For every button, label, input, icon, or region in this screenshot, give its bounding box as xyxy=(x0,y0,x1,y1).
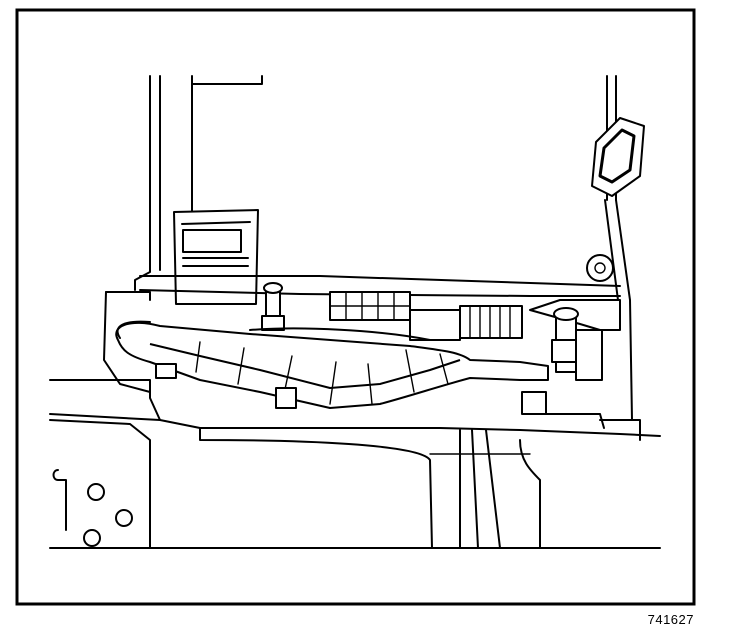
harness-clips xyxy=(155,363,605,429)
door-cross-rail xyxy=(103,275,621,393)
window-regulator-bracket xyxy=(591,117,645,197)
multi-pin-connector xyxy=(329,291,411,321)
lower-panel xyxy=(49,379,661,549)
mounting-holes xyxy=(52,469,133,547)
mounting-stud-left xyxy=(261,282,285,331)
upper-connector-block xyxy=(173,209,259,305)
right-connector-cluster xyxy=(409,305,523,341)
figure-frame xyxy=(15,8,696,606)
mounting-stud-right xyxy=(529,299,621,381)
grommet xyxy=(586,254,614,282)
wiring-harness xyxy=(115,320,549,409)
figure-number: 741627 xyxy=(647,612,694,627)
